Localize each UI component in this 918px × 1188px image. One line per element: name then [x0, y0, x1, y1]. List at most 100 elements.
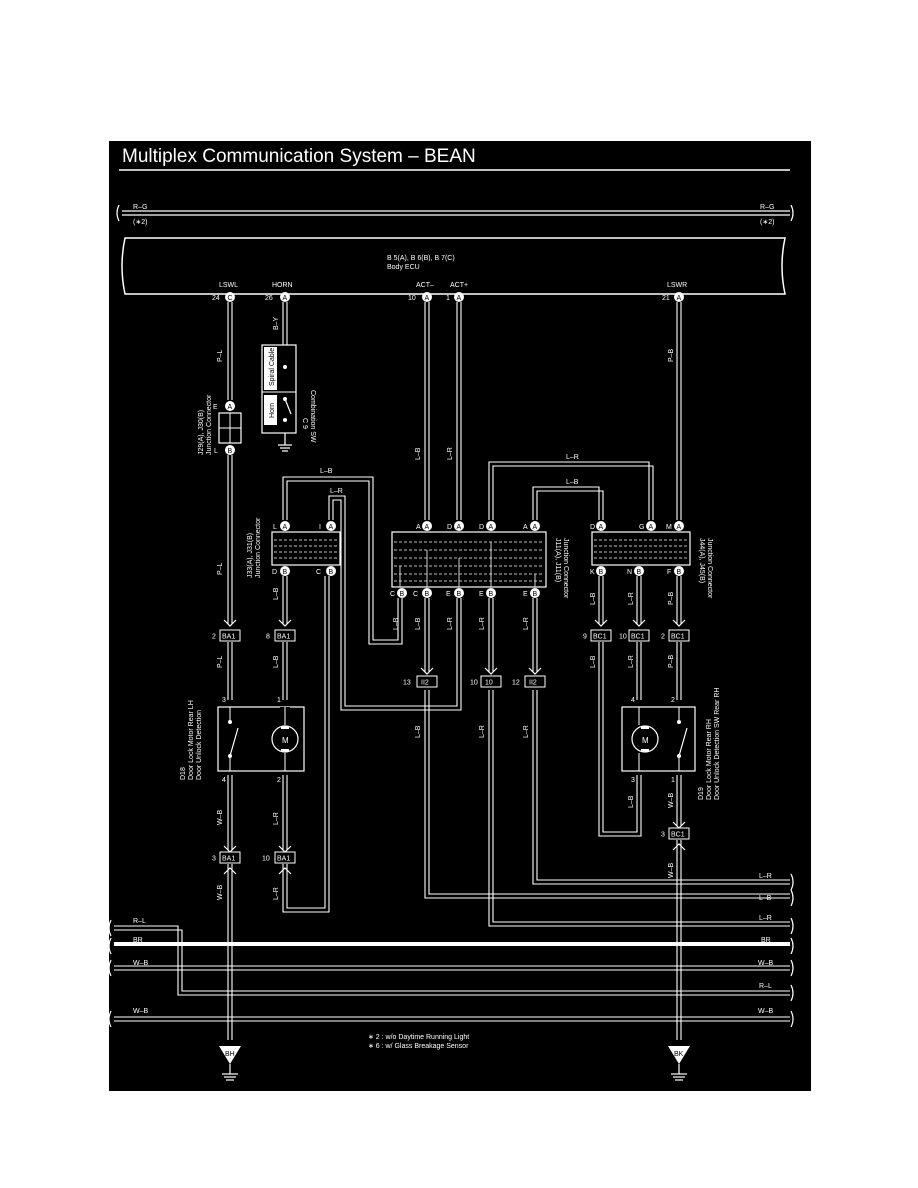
svg-text:A: A [329, 524, 334, 531]
power-note-right: (∗2) [760, 219, 774, 226]
svg-text:BK: BK [674, 1051, 684, 1058]
ecu-conn-c-letter: C [228, 295, 233, 302]
pin-name-act-plus: ACT+ [450, 282, 468, 289]
note-1: ∗ 2 : w/o Daytime Running Light [368, 1034, 469, 1041]
svg-text:E: E [446, 591, 451, 598]
svg-text:BA1: BA1 [222, 856, 235, 863]
bus-label-right-7: W–B [758, 1008, 774, 1015]
pin-name-act-minus: ACT– [416, 282, 434, 289]
diagram-title: Multiplex Communication System – BEAN [122, 146, 476, 167]
label-l-b-j11: L–B [393, 617, 400, 630]
bus-label-right-1: L–R [759, 873, 772, 880]
bus-label-left-2: BR [133, 937, 143, 944]
svg-text:10: 10 [470, 680, 478, 687]
svg-text:3: 3 [631, 777, 635, 784]
label-l-r-ii2b: L–R [523, 725, 530, 738]
label-l-r-j11: L–R [447, 617, 454, 630]
label-l-b-act: L–B [415, 447, 422, 460]
pin-name-lswl: LSWL [219, 282, 238, 289]
ecu-conn-a3-letter: A [457, 295, 462, 302]
svg-text:A: A [533, 524, 538, 531]
ecu-conn-a2 [422, 292, 432, 302]
label-l-r-lh: L–R [273, 812, 280, 825]
svg-text:B: B [283, 569, 288, 576]
j44-name: Junction Connector [706, 538, 713, 599]
motor-rh-code: D19 [698, 787, 705, 800]
combo-code: C 9 [301, 418, 308, 429]
svg-text:B: B [677, 569, 682, 576]
j11-codes: J11(A), J11(B) [554, 538, 561, 582]
svg-text:G: G [639, 524, 644, 531]
svg-text:3: 3 [661, 832, 665, 839]
svg-text:C: C [413, 591, 418, 598]
svg-text:D: D [272, 569, 277, 576]
label-w-b-lh2: W–B [217, 885, 224, 901]
junction-connector-j11: A A D A D A A A C B C B E B E B E B J11(… [390, 521, 569, 599]
bus-label-right-2: L–B [759, 895, 772, 902]
bus-breaks [108, 873, 794, 1028]
svg-text:B: B [637, 569, 642, 576]
svg-text:BC1: BC1 [593, 634, 607, 641]
svg-text:M: M [666, 524, 672, 531]
svg-text:D: D [479, 524, 484, 531]
ecu-conn-a1 [280, 292, 290, 302]
wire-labels: P–L B–Y L–B L–R P–B P–L L–B L–B L–B L–R … [217, 316, 675, 900]
svg-text:1: 1 [671, 777, 675, 784]
svg-text:3: 3 [212, 856, 216, 863]
svg-text:A: A [649, 524, 654, 531]
power-wire-label-right: R–G [760, 204, 774, 211]
svg-text:D: D [447, 524, 452, 531]
wire-bundle [114, 302, 790, 1040]
note-2: ∗ 6 : w/ Glass Breakage Sensor [368, 1043, 469, 1050]
label-l-r-lh2: L–R [273, 887, 280, 900]
spiral-cable-label: Spiral Cable [269, 348, 276, 386]
label-w-b-rh2: W–B [668, 863, 675, 879]
svg-text:B: B [533, 591, 538, 598]
svg-text:9: 9 [583, 634, 587, 641]
label-p-b-rh: P–B [668, 654, 675, 668]
label-l-b-top2: L–B [566, 479, 579, 486]
svg-text:4: 4 [222, 777, 226, 784]
combo-name: Combination SW [309, 390, 316, 443]
door-lock-motor-lh: M 3 1 4 2 D18 Door Lock Motor Rear LH Do… [180, 697, 305, 784]
ground-bk: BK [668, 1046, 690, 1081]
ecu-name: Body ECU [387, 264, 420, 271]
svg-text:B: B [228, 448, 233, 455]
svg-text:10: 10 [619, 634, 627, 641]
ecu-conn-a2-letter: A [425, 295, 430, 302]
body-ecu-box [121, 237, 786, 295]
svg-text:10: 10 [262, 856, 270, 863]
ecu-conn-a4-letter: A [677, 295, 682, 302]
svg-text:A: A [425, 524, 430, 531]
label-l-r-top2: L–R [566, 454, 579, 461]
svg-text:3: 3 [222, 697, 226, 704]
label-l-r-rh1: L–R [628, 655, 635, 668]
power-wire-label-left: R–G [133, 204, 147, 211]
svg-text:BC1: BC1 [671, 832, 685, 839]
pin-num-act-minus: 10 [408, 295, 416, 302]
motor-rh-name: Door Lock Motor Rear RH [706, 719, 713, 800]
label-l-b-3: L–B [273, 655, 280, 668]
pin-num-lswl: 24 [212, 295, 220, 302]
svg-text:B: B [329, 569, 334, 576]
label-l-b-j33: L–B [273, 587, 280, 600]
inline-connectors-row3: BA1 BA1 BC1 3 10 3 [212, 821, 690, 875]
j29-codes: J29(A), J30(B) [198, 410, 205, 455]
svg-text:I: I [319, 524, 321, 531]
label-p-l-2: P–L [217, 562, 224, 575]
svg-text:2: 2 [212, 634, 216, 641]
svg-text:2: 2 [671, 697, 675, 704]
door-lock-motor-rh: M 4 2 3 1 D19 Door Lock Motor Rear RH Do… [621, 688, 721, 800]
label-p-b-1: P–B [668, 348, 675, 362]
ecu-conn-c [225, 292, 235, 302]
svg-text:2: 2 [277, 777, 281, 784]
svg-text:F: F [667, 569, 671, 576]
motor-lh-sub: Door Unlock Detection [196, 710, 203, 780]
svg-text:B: B [457, 591, 462, 598]
svg-text:A: A [489, 524, 494, 531]
junction-connector-j33: L A I A D B C B J33(A), J31(B) Junction … [247, 517, 341, 578]
j29-name: Junction Connector [206, 394, 213, 455]
svg-text:E: E [213, 404, 218, 411]
svg-text:C: C [390, 591, 395, 598]
